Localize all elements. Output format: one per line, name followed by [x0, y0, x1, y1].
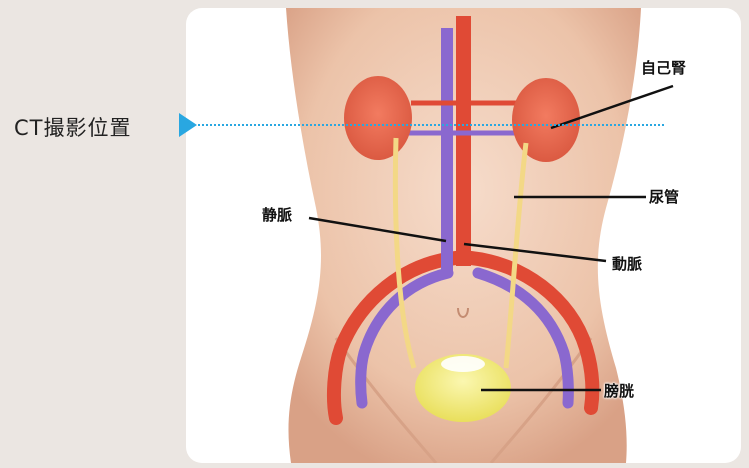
label-bladder: 膀胱 — [604, 380, 634, 401]
label-vein: 静脈 — [262, 204, 292, 225]
bladder-highlight — [441, 356, 485, 372]
label-artery: 動脈 — [612, 253, 642, 274]
label-kidney: 自己腎 — [641, 57, 686, 78]
ct-position-label: CT撮影位置 — [14, 112, 132, 142]
ct-scan-line — [198, 124, 664, 126]
kidney-left — [344, 76, 412, 160]
kidney-right — [512, 78, 580, 162]
label-ureter: 尿管 — [649, 186, 679, 207]
vena-cava — [441, 28, 453, 273]
ct-position-arrow-icon — [179, 113, 197, 137]
aorta — [456, 16, 471, 266]
